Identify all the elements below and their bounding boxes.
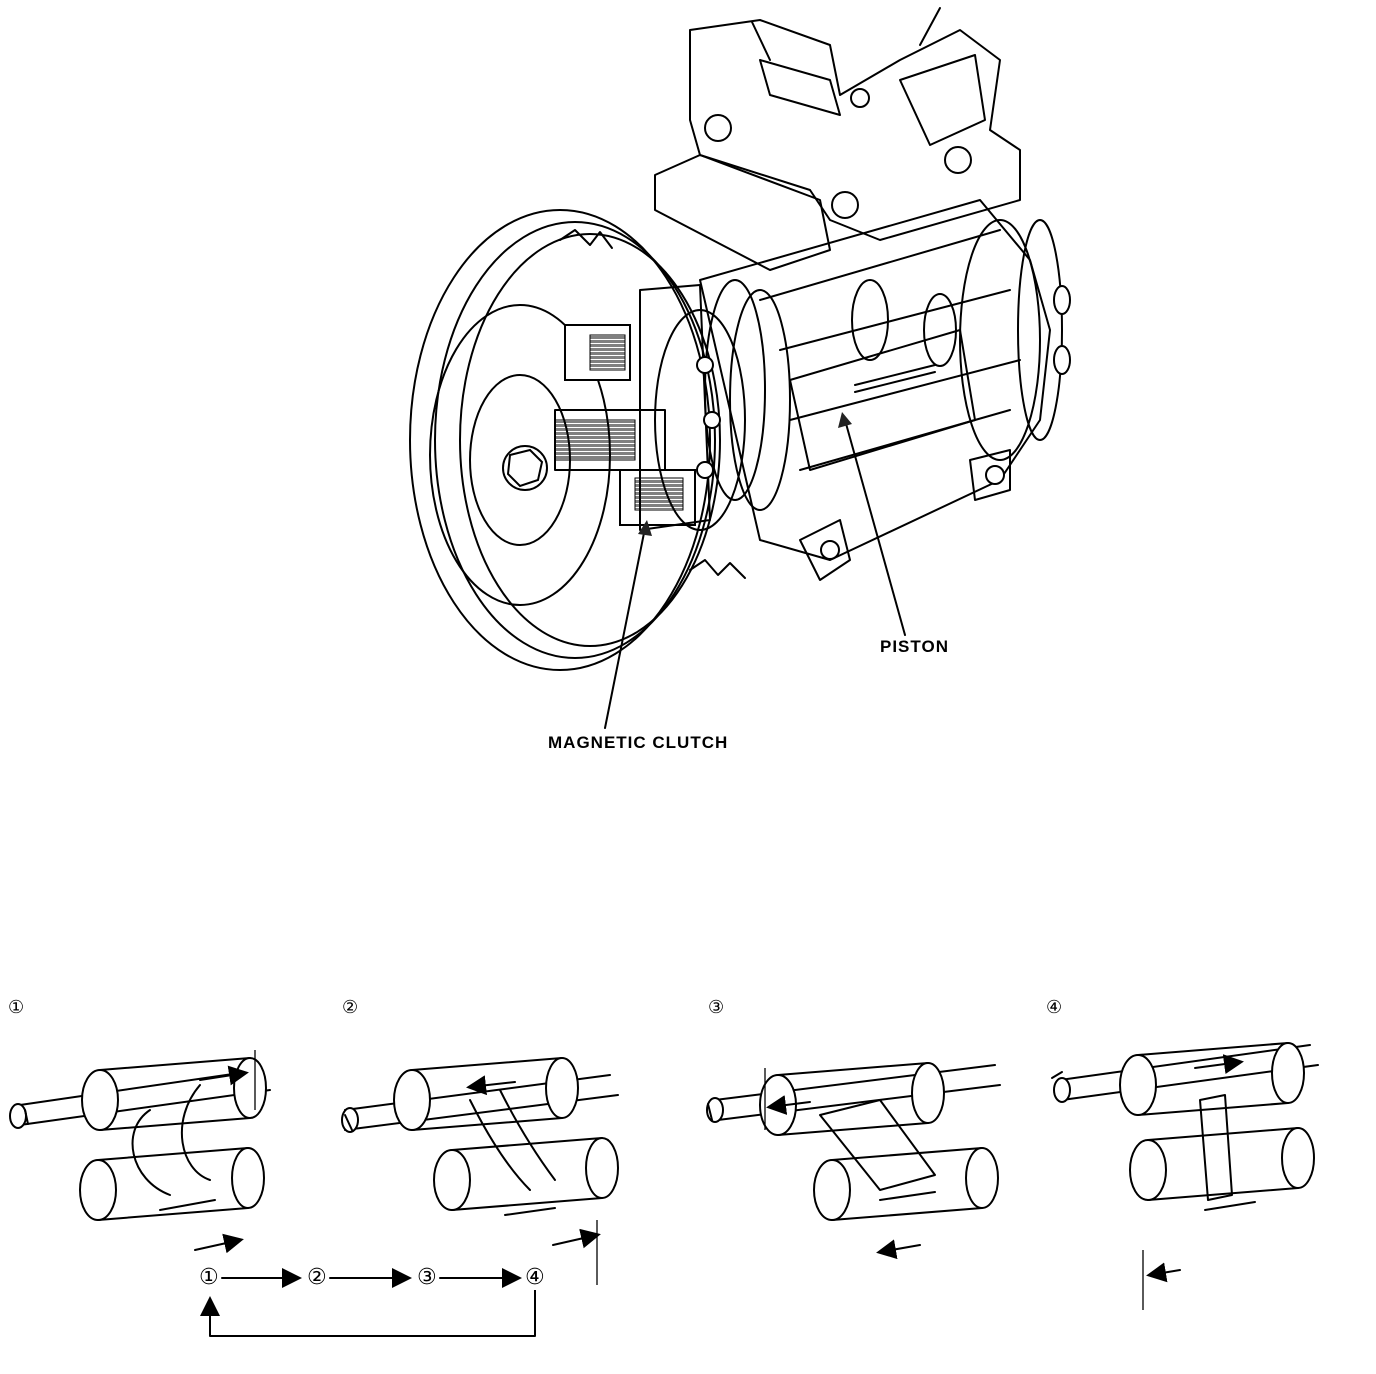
step-4-number: ④: [1046, 997, 1063, 1018]
magnetic-clutch-label: MAGNETIC CLUTCH: [548, 733, 729, 752]
cycle-drawings: [9, 1042, 1319, 1337]
leader-lines: [604, 412, 906, 729]
step-2-diagram: [341, 1057, 619, 1285]
flow-node-2: ②: [306, 1265, 328, 1290]
flow-node-4: ④: [524, 1265, 546, 1290]
piston-label: PISTON: [880, 637, 949, 656]
step-2-number: ②: [342, 997, 359, 1018]
flow-node-3: ③: [416, 1265, 438, 1290]
belt-grooves: [559, 229, 746, 579]
compressor-illustration: PISTON MAGNETIC CLUTCH: [409, 7, 1071, 752]
step-3-diagram: [706, 1062, 1001, 1260]
clutch-coil: [554, 284, 746, 531]
compressor-drawing: [409, 7, 1071, 729]
cylinder-head: [654, 7, 1021, 271]
step-1-diagram: [9, 1050, 271, 1254]
flow-node-1: ①: [198, 1265, 220, 1290]
compressor-body: [699, 199, 1071, 581]
step-4-diagram: [1051, 1042, 1319, 1310]
step-3-number: ③: [708, 997, 725, 1018]
step-1-number: ①: [8, 997, 25, 1018]
sequence-flow-arrows: [200, 1268, 536, 1337]
piston-cycle-figure: ① ② ③ ④: [0, 990, 1376, 1374]
